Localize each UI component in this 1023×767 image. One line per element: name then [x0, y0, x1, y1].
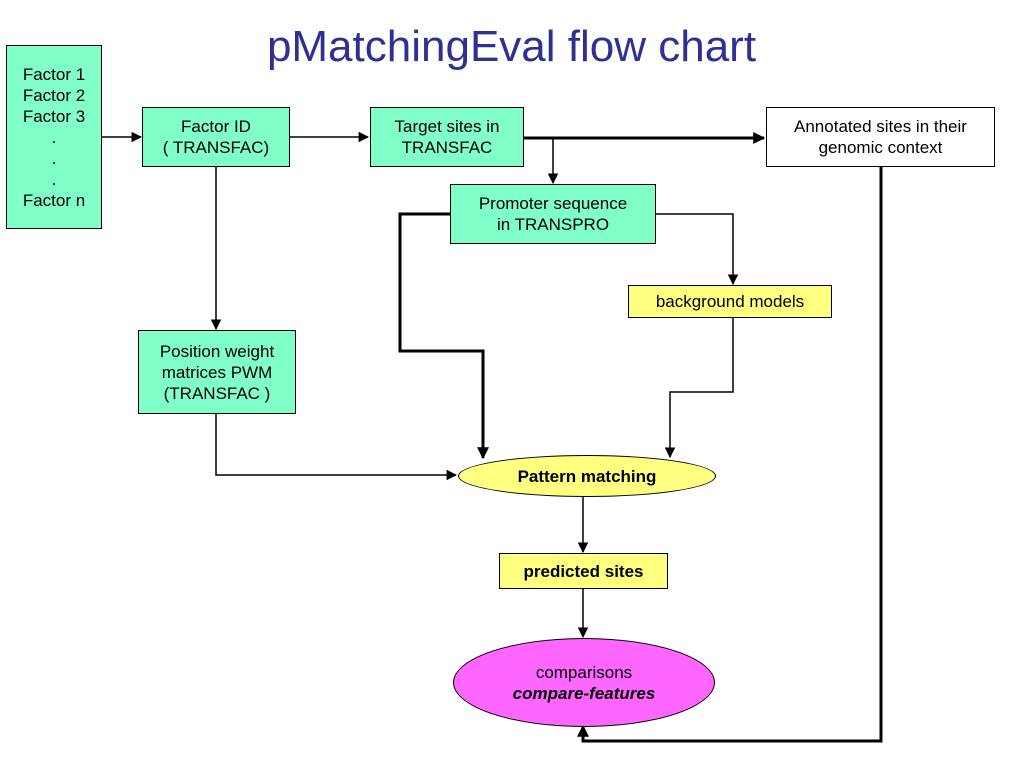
pattern-matching-ellipse: Pattern matching [458, 455, 716, 497]
factor-id-line-2: ( TRANSFAC) [162, 138, 270, 157]
pwm-line-2: matrices PWM [161, 362, 273, 382]
comparisons-line-2: compare-features [512, 683, 656, 703]
factor-3-label: Factor 3 [22, 106, 86, 126]
factor-1-label: Factor 1 [22, 64, 86, 84]
factors-box: Factor 1 Factor 2 Factor 3 . . . Factor … [6, 45, 102, 229]
promoter-line-2: in TRANSPRO [496, 215, 610, 234]
factor-n-label: Factor n [22, 190, 86, 210]
factor-id-box: Factor ID ( TRANSFAC) [142, 107, 290, 167]
annotated-sites-line-1: Annotated sites in their [794, 117, 967, 136]
predicted-sites-label: predicted sites [523, 561, 644, 581]
factor-2-label: Factor 2 [22, 85, 86, 105]
predicted-sites-box: predicted sites [499, 553, 668, 589]
promoter-sequence-box: Promoter sequence in TRANSPRO [450, 184, 656, 244]
pwm-line-1: Position weight [159, 341, 275, 361]
target-sites-line-2: TRANSFAC [401, 138, 493, 157]
edge-background-to-pattern [664, 318, 734, 459]
edge-annotated-to-comparisons [577, 166, 883, 743]
factor-id-line-1: Factor ID [181, 117, 251, 136]
edge-pwm-to-pattern [215, 413, 458, 481]
factor-dot-2: . [51, 148, 57, 168]
promoter-line-1: Promoter sequence [478, 194, 628, 213]
annotated-sites-line-2: genomic context [818, 138, 943, 157]
background-models-box: background models [628, 285, 832, 318]
edge-promoter-to-background [656, 213, 739, 286]
comparisons-ellipse: comparisons compare-features [453, 638, 715, 727]
comparisons-line-1: comparisons [535, 662, 633, 682]
target-sites-box: Target sites in TRANSFAC [370, 107, 524, 167]
page-title: pMatchingEval flow chart [266, 22, 757, 71]
edge-promoter-to-pattern [398, 212, 489, 460]
target-sites-line-1: Target sites in [394, 117, 500, 136]
pwm-line-3: (TRANSFAC ) [163, 383, 271, 403]
annotated-sites-box: Annotated sites in their genomic context [766, 107, 995, 167]
background-models-label: background models [655, 292, 805, 311]
pattern-matching-label: Pattern matching [517, 466, 657, 486]
factor-dot-3: . [51, 169, 57, 189]
pwm-box: Position weight matrices PWM (TRANSFAC ) [138, 330, 296, 414]
factor-dot-1: . [51, 127, 57, 147]
